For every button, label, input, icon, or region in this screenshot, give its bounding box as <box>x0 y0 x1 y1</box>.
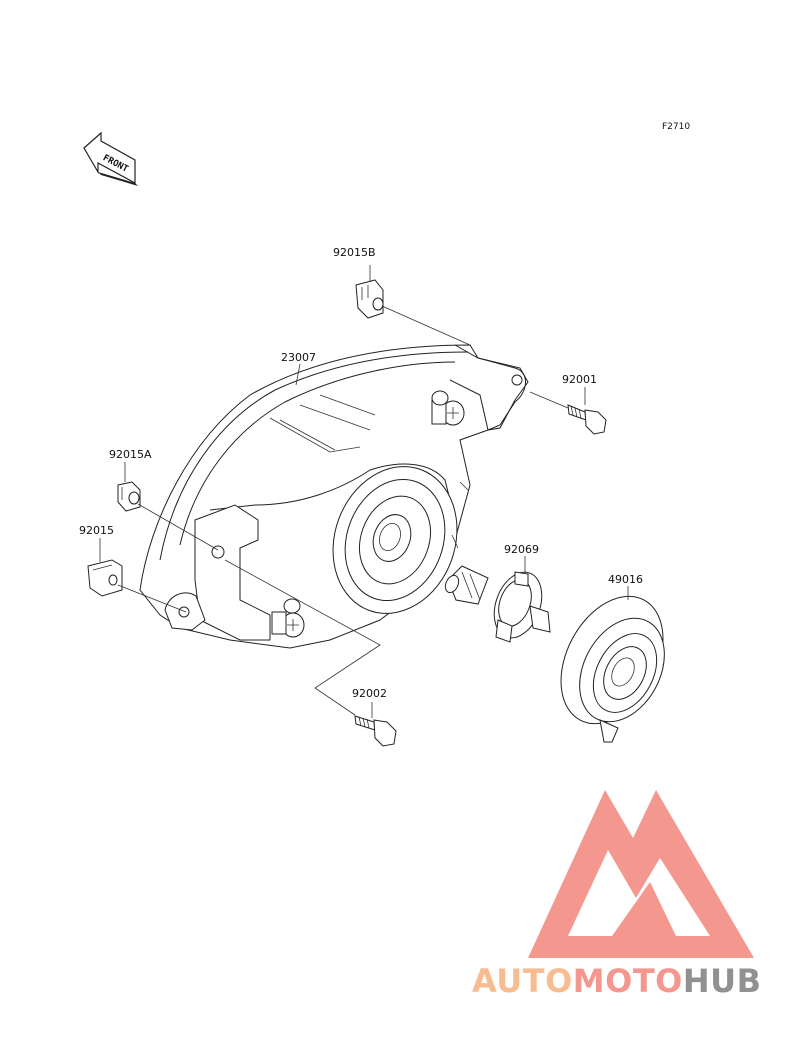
bolt-92002 <box>224 559 397 747</box>
part-labels: 92015B 23007 92001 92015A 92015 92069 49… <box>79 246 643 700</box>
svg-text:AUTOMOTOHUB: AUTOMOTOHUB <box>472 962 762 1000</box>
clip-92015B <box>355 265 471 346</box>
adjust-screw-lower <box>271 598 305 638</box>
clip-92015 <box>87 538 187 613</box>
part-label-23007: 23007 <box>281 351 316 364</box>
headlight-housing <box>139 344 529 649</box>
part-label-49016: 49016 <box>608 573 643 586</box>
front-arrow-icon: FRONT <box>83 131 138 186</box>
clip-92015A <box>117 462 219 551</box>
logo-word-auto: AUTO <box>472 962 573 1000</box>
part-label-92069: 92069 <box>504 543 539 556</box>
adjust-screw-upper <box>431 390 465 426</box>
logo-triangle-icon <box>528 790 754 958</box>
part-label-92015A: 92015A <box>109 448 152 461</box>
part-label-92015B: 92015B <box>333 246 376 259</box>
bolt-92001 <box>529 387 607 435</box>
logo-word-moto: MOTO <box>573 962 683 1000</box>
reflector-socket <box>332 466 469 614</box>
part-label-92001: 92001 <box>562 373 597 386</box>
part-label-92015: 92015 <box>79 524 114 537</box>
cover-49016 <box>560 586 665 743</box>
watermark-logo: AUTOMOTOHUB <box>472 790 762 1000</box>
figure-code: F2710 <box>662 122 690 132</box>
logo-word-hub: HUB <box>683 962 762 1000</box>
part-label-92002: 92002 <box>352 687 387 700</box>
bulb-92069 <box>444 556 551 643</box>
